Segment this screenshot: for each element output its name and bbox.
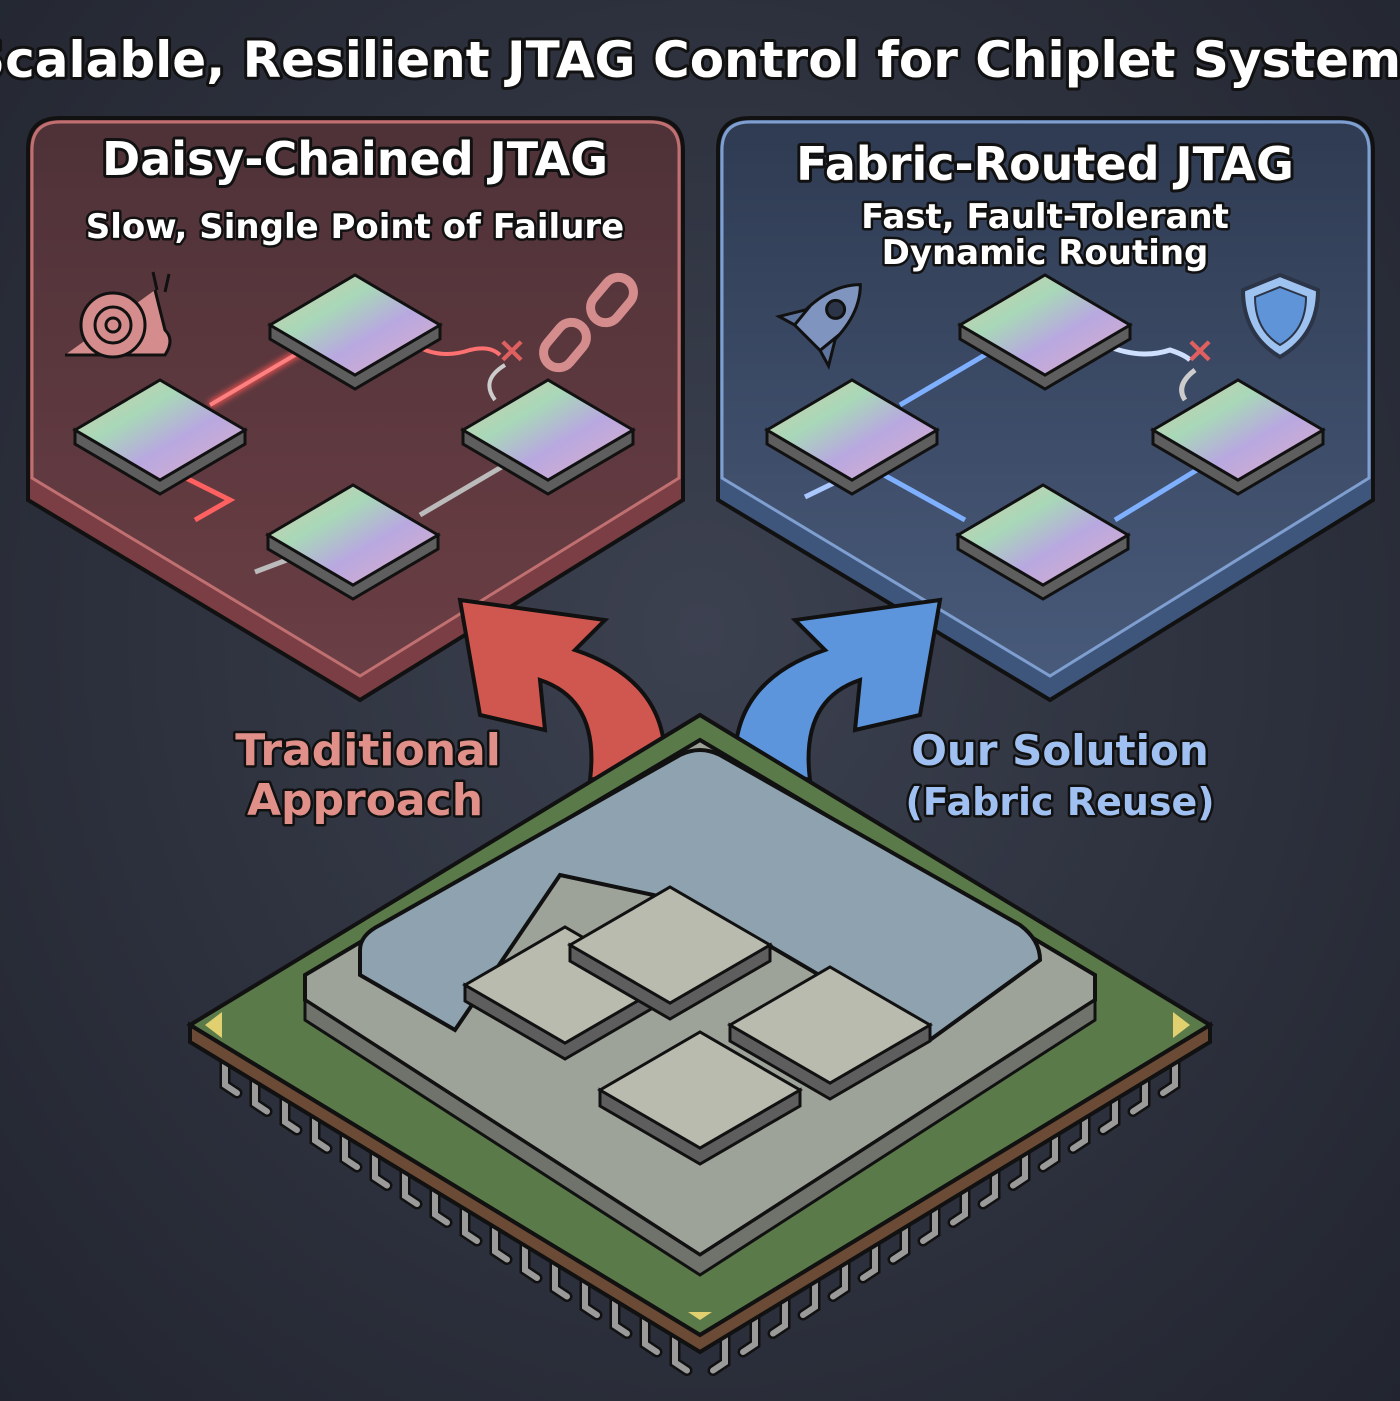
chiplet-tile [957, 273, 1133, 391]
right-panel-title: Fabric-Routed JTAG [796, 137, 1294, 191]
solution-label-line1: Our Solution [911, 726, 1209, 775]
chip-package [186, 712, 1214, 1376]
right-panel-subtitle-line2: Dynamic Routing [882, 233, 1209, 273]
traditional-label-line1: Traditional [235, 725, 501, 776]
chiplet-tile [265, 483, 441, 601]
chiplet-tile [955, 483, 1131, 601]
chiplet-tile [764, 378, 940, 496]
solution-arrow [732, 597, 943, 783]
traditional-arrow [457, 597, 668, 783]
broken-link-icon [539, 272, 638, 373]
chiplet-tile [1150, 378, 1326, 496]
inner-chiplet [597, 1030, 803, 1166]
fabric-wires [803, 342, 1207, 523]
solution-label-line2: (Fabric Reuse) [905, 780, 1214, 824]
fabric-routed-panel: Fabric-Routed JTAG Fast, Fault-Tolerant … [716, 116, 1375, 703]
shield-icon [1240, 272, 1321, 360]
page-title: Scalable, Resilient JTAG Control for Chi… [0, 31, 1400, 89]
left-panel-title: Daisy-Chained JTAG [102, 132, 608, 186]
inner-chiplet [567, 885, 773, 1021]
left-panel-subtitle: Slow, Single Point of Failure [86, 207, 624, 247]
inner-chiplets [462, 885, 933, 1166]
traditional-label-line2: Approach [247, 775, 483, 826]
fault-x-icon: × [497, 330, 527, 371]
chiplet-tile [460, 378, 636, 496]
daisy-chain-wires [178, 343, 512, 575]
fault-x-icon: × [1185, 330, 1215, 371]
rocket-icon [774, 283, 862, 371]
chiplet-tiles [72, 273, 1326, 601]
right-panel-subtitle-line1: Fast, Fault-Tolerant [861, 197, 1229, 237]
chiplet-tile [267, 273, 443, 391]
heat-spreader-lid [358, 748, 1043, 1043]
inner-chiplet [727, 965, 933, 1101]
daisy-chain-panel: Daisy-Chained JTAG Slow, Single Point of… [26, 116, 685, 703]
chiplet-tile [72, 378, 248, 496]
snail-icon [65, 271, 172, 359]
